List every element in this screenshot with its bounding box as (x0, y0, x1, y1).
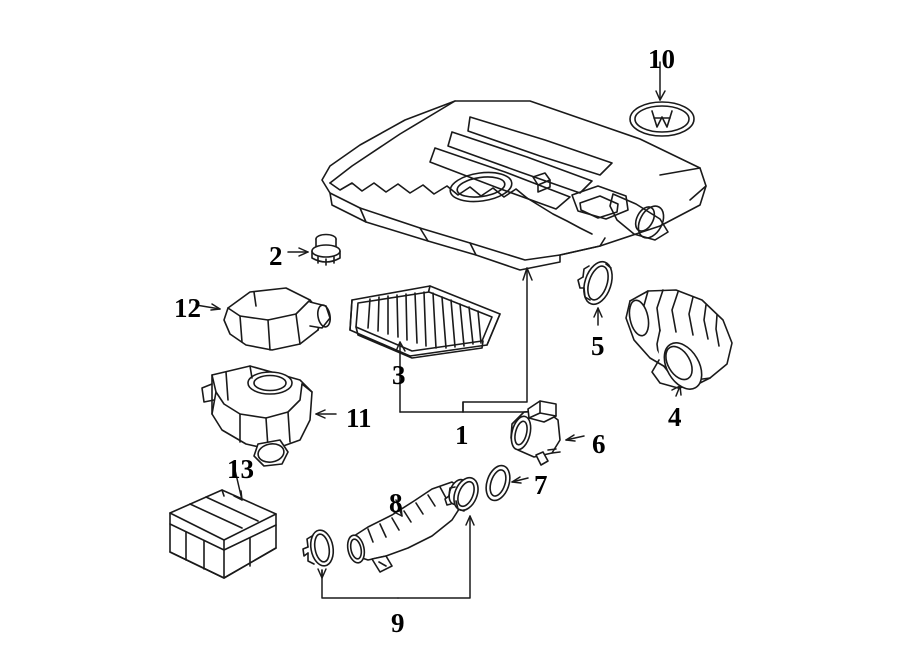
callout-label-7: 7 (534, 470, 548, 500)
part-hose-clamp-upper (577, 260, 613, 306)
part-seal-ring (485, 464, 511, 502)
part-resonator-box (169, 489, 277, 579)
part-hose-clamp-set (302, 476, 479, 567)
part-intake-duct-elbow (625, 289, 733, 390)
callout-label-1: 1 (455, 420, 469, 450)
part-air-filter-element (349, 285, 501, 359)
part-oil-filler-cap (311, 233, 341, 266)
callout-label-6: 6 (592, 429, 606, 459)
callout-label-13: 13 (227, 454, 254, 484)
part-emblem-badge (629, 101, 695, 137)
callout-label-2: 2 (269, 241, 283, 271)
callout-label-5: 5 (591, 331, 605, 361)
part-engine-cover (321, 100, 707, 271)
callout-label-11: 11 (346, 403, 372, 433)
part-mass-air-flow-sensor (510, 400, 561, 466)
callout-label-3: 3 (392, 360, 406, 390)
callout-label-10: 10 (648, 44, 675, 74)
part-air-cleaner-housing-lower (201, 365, 313, 467)
callout-label-8: 8 (389, 488, 403, 518)
leader-lines (195, 61, 682, 599)
callout-label-4: 4 (668, 402, 682, 432)
part-air-cleaner-housing-upper (223, 287, 332, 351)
callout-label-9: 9 (391, 608, 405, 638)
part-intake-air-hose (346, 478, 468, 573)
callout-label-12: 12 (174, 293, 201, 323)
